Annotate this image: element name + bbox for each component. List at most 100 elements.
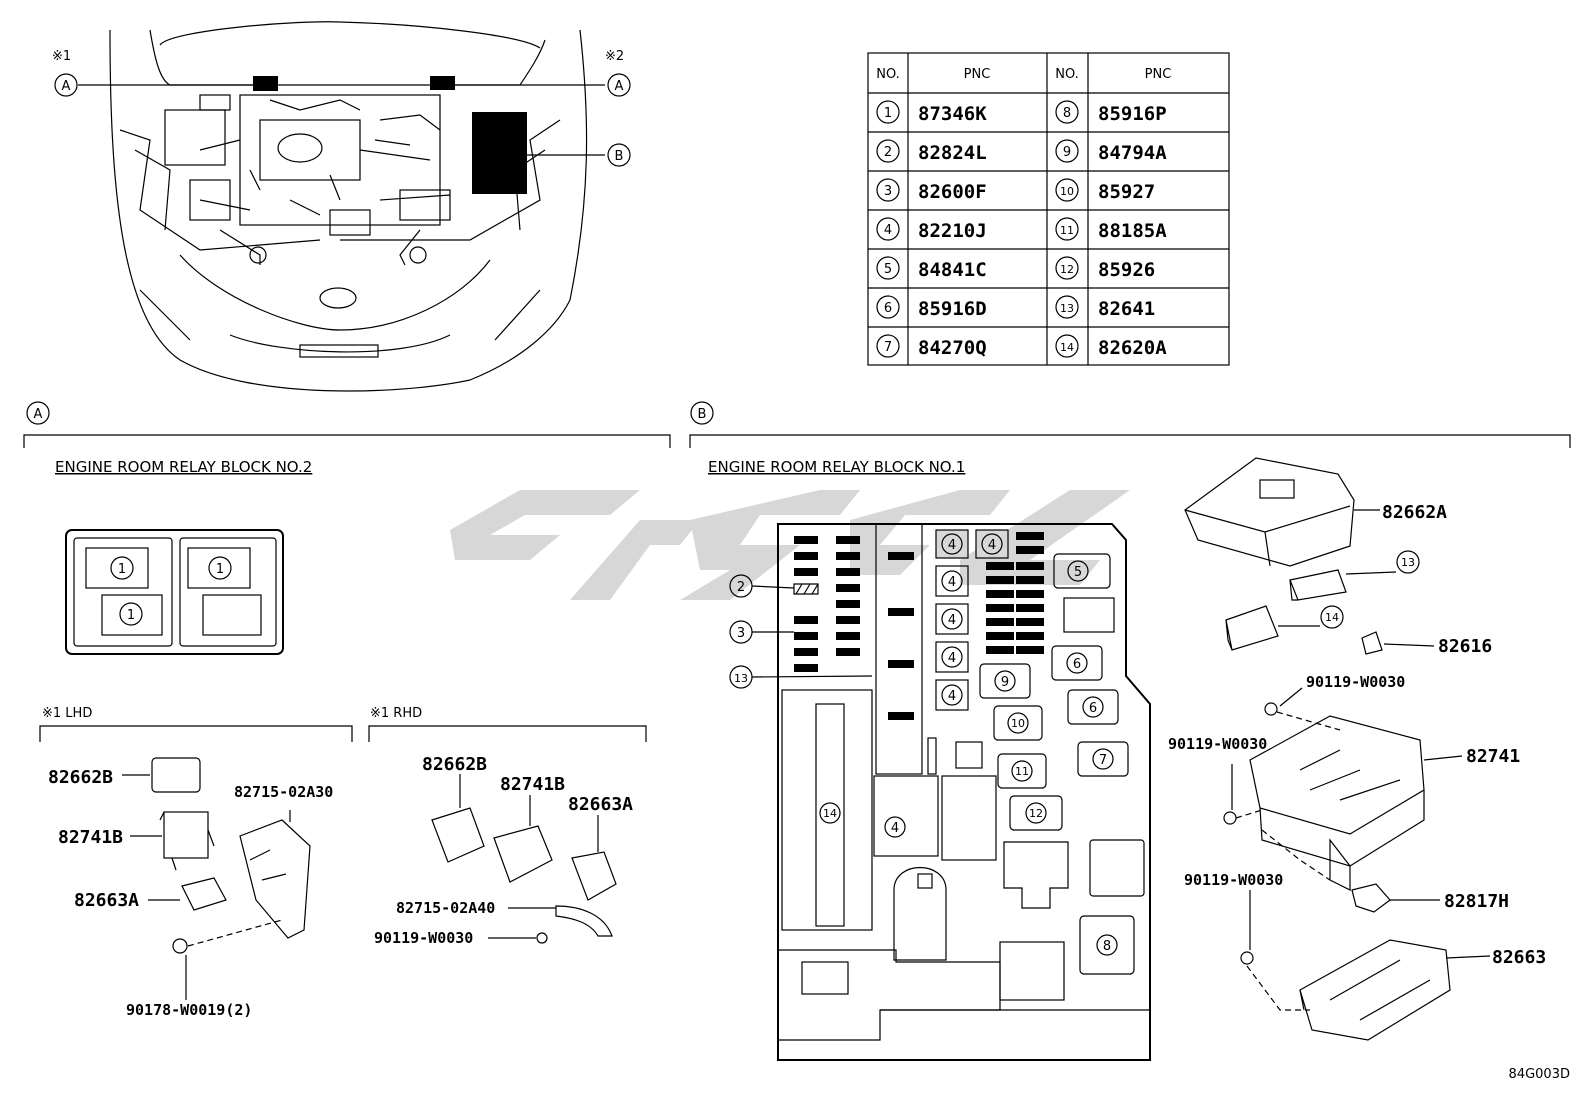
part-label: 90119-W0030 — [1168, 735, 1267, 753]
row-number: 2 — [884, 145, 892, 160]
table-row: 8 85916P — [1055, 100, 1167, 125]
part-label: 82662B — [422, 754, 487, 775]
block-label: 14 — [823, 807, 837, 820]
table-header-no-left: NO. — [876, 67, 900, 82]
row-pnc: 85926 — [1098, 259, 1155, 281]
table-row: 3 82600F — [876, 178, 987, 203]
callout-number: 3 — [737, 626, 745, 641]
part-label: 90178-W0019(2) — [126, 1001, 252, 1019]
figure-code: 84G003D — [1509, 1067, 1570, 1082]
part-label: 90119-W0030 — [374, 929, 473, 947]
row-pnc: 88185A — [1098, 220, 1167, 242]
block-label: 8 — [1103, 939, 1111, 954]
table-row: 12 85926 — [1055, 256, 1155, 281]
part-label: 82663A — [74, 890, 139, 911]
block-label: 6 — [1073, 657, 1081, 672]
block-label: 10 — [1011, 717, 1025, 730]
part-label: 82741 — [1466, 746, 1520, 767]
section-b-title: ENGINE ROOM RELAY BLOCK NO.1 — [708, 458, 965, 476]
block-label: 7 — [1099, 753, 1107, 768]
table-row: 9 84794A — [1055, 139, 1167, 164]
part-callout: 13 — [1401, 556, 1415, 569]
block-labels: 4 4 4 4 4 4 4 5 6 6 7 8 9 10 — [819, 533, 1118, 956]
section-a-title: ENGINE ROOM RELAY BLOCK NO.2 — [55, 458, 312, 476]
callout-number: 2 — [737, 580, 745, 595]
table-row: 6 85916D — [876, 295, 987, 320]
row-pnc: 84270Q — [918, 337, 987, 359]
part-label: 90119-W0030 — [1184, 871, 1283, 889]
row-pnc: 85916D — [918, 298, 987, 320]
row-pnc: 87346K — [918, 103, 987, 125]
block-label: 4 — [948, 689, 956, 704]
section-a-marker: A — [34, 407, 43, 422]
table-row: 4 82210J — [876, 217, 987, 242]
watermark-logo — [450, 490, 1130, 600]
pnc-table: NO. PNC NO. PNC 1 87346K 2 82824L 3 8260… — [867, 52, 1230, 366]
row-pnc: 84794A — [1098, 142, 1167, 164]
row-number: 4 — [884, 223, 892, 238]
row-number: 14 — [1060, 341, 1074, 354]
callout-a-left: A — [62, 79, 71, 94]
section-b: B ENGINE ROOM RELAY BLOCK NO.1 — [689, 401, 1571, 1061]
table-header-pnc-right: PNC — [1145, 67, 1172, 82]
block-label: 12 — [1029, 807, 1043, 820]
part-label: 82663A — [568, 794, 633, 815]
table-row: 1 87346K — [876, 100, 987, 125]
callout-b: B — [615, 149, 624, 164]
row-pnc: 84841C — [918, 259, 987, 281]
row-pnc: 82641 — [1098, 298, 1155, 320]
row-number: 8 — [1063, 106, 1071, 121]
note-1-label: ※1 — [52, 49, 71, 64]
row-pnc: 82824L — [918, 142, 987, 164]
callout-number: 13 — [734, 672, 748, 685]
block-label: 4 — [948, 651, 956, 666]
block-label: 6 — [1089, 701, 1097, 716]
table-row: 11 88185A — [1055, 217, 1167, 242]
row-number: 10 — [1060, 185, 1074, 198]
block-label: 5 — [1074, 565, 1082, 580]
row-number: 5 — [884, 262, 892, 277]
part-label: 82663 — [1492, 947, 1546, 968]
table-row: 10 85927 — [1055, 178, 1155, 203]
row-number: 13 — [1060, 302, 1074, 315]
row-pnc: 82600F — [918, 181, 987, 203]
part-label: 82616 — [1438, 636, 1492, 657]
table-row: 14 82620A — [1055, 334, 1167, 359]
rhd-title: ※1 RHD — [370, 706, 422, 721]
block-label: 9 — [1001, 675, 1009, 690]
row-number: 11 — [1060, 224, 1074, 237]
part-label: 82741B — [58, 827, 123, 848]
table-row: 5 84841C — [876, 256, 987, 281]
slot-label: 1 — [216, 562, 224, 577]
block-label: 4 — [891, 821, 899, 836]
part-label: 82817H — [1444, 891, 1509, 912]
part-label: 82715-02A30 — [234, 783, 333, 801]
row-number: 1 — [884, 106, 892, 121]
section-a: A ENGINE ROOM RELAY BLOCK NO.2 1 1 1 ※1 … — [23, 401, 671, 1019]
block-label: 4 — [948, 575, 956, 590]
part-callout: 14 — [1325, 611, 1339, 624]
row-pnc: 82620A — [1098, 337, 1167, 359]
callout-a-right: A — [615, 79, 624, 94]
part-label: 82662B — [48, 767, 113, 788]
row-pnc: 82210J — [918, 220, 987, 242]
table-row: 2 82824L — [876, 139, 987, 164]
table-header-no-right: NO. — [1055, 67, 1079, 82]
block-label: 4 — [988, 538, 996, 553]
row-number: 3 — [884, 184, 892, 199]
part-label: 90119-W0030 — [1306, 673, 1405, 691]
table-row: 13 82641 — [1055, 295, 1155, 320]
row-number: 12 — [1060, 263, 1074, 276]
part-label: 82662A — [1382, 502, 1447, 523]
part-label: 82741B — [500, 774, 565, 795]
note-2-label: ※2 — [605, 49, 624, 64]
slot-label: 1 — [127, 608, 135, 623]
row-pnc: 85916P — [1098, 103, 1167, 125]
block-label: 4 — [948, 613, 956, 628]
part-label: 82715-02A40 — [396, 899, 495, 917]
slot-label: 1 — [118, 562, 126, 577]
row-number: 6 — [884, 301, 892, 316]
block-label: 4 — [948, 538, 956, 553]
row-number: 9 — [1063, 145, 1071, 160]
